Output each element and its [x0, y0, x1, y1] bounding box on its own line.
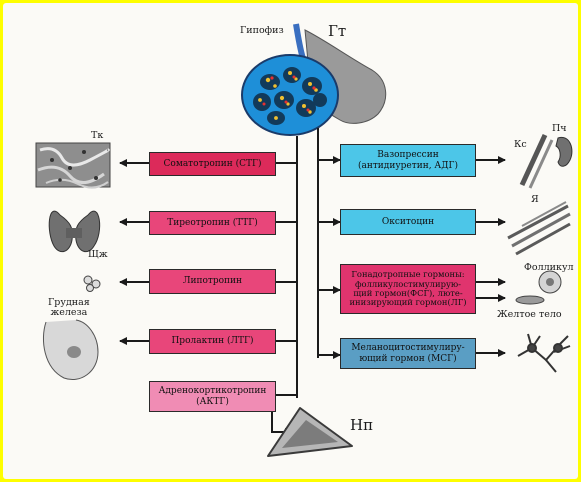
kidney-vessel-illustration	[522, 135, 572, 188]
hormone-box-msh: Меланоцитостимулиру- ющий гормон (МСГ)	[340, 338, 476, 369]
label-breast: Грудная железа	[48, 298, 90, 318]
hypophysis-illustration	[242, 24, 386, 135]
fat-cells-illustration	[84, 276, 100, 292]
hormone-box-oxytocin: Окситоцин	[340, 209, 476, 235]
ovary-illustration	[516, 271, 561, 304]
breast-illustration	[43, 320, 98, 380]
label-vessels: Кс	[514, 140, 527, 150]
tissue-illustration	[36, 143, 110, 188]
muscle-fibers-illustration	[508, 202, 570, 254]
label-tissue: Тк	[91, 131, 103, 141]
label-uterus: Я	[531, 195, 539, 205]
label-hypophysis: Гипофиз	[240, 26, 284, 36]
hormone-box-acth: Адренокортикотропин (АКТГ)	[149, 381, 276, 412]
hormone-box-thyrotropin: Тиреотропин (ТТГ)	[149, 211, 276, 235]
label-thyroid: Щж	[88, 250, 108, 260]
hormone-box-vasopressin: Вазопрессин (антидиуретин, АДГ)	[340, 144, 476, 177]
hormone-box-gonadotropins: Гонадотропные гормоны: фолликулостимулир…	[340, 264, 476, 314]
hormone-box-lipotropin: Липотропин	[149, 269, 276, 294]
melanocytes-illustration	[518, 334, 570, 372]
label-follicle: Фолликул	[524, 263, 574, 273]
hormone-box-prolactin: Пролактин (ЛТГ)	[149, 329, 276, 354]
label-neurohypophysis: Нп	[350, 418, 373, 434]
label-kidney: Пч	[552, 124, 567, 134]
thyroid-illustration	[49, 211, 99, 252]
label-hypothalamus: Гт	[328, 24, 346, 40]
hormone-box-somatotropin: Соматотропин (СТГ)	[149, 152, 276, 176]
label-corpus-luteum: Желтое тело	[497, 310, 562, 320]
